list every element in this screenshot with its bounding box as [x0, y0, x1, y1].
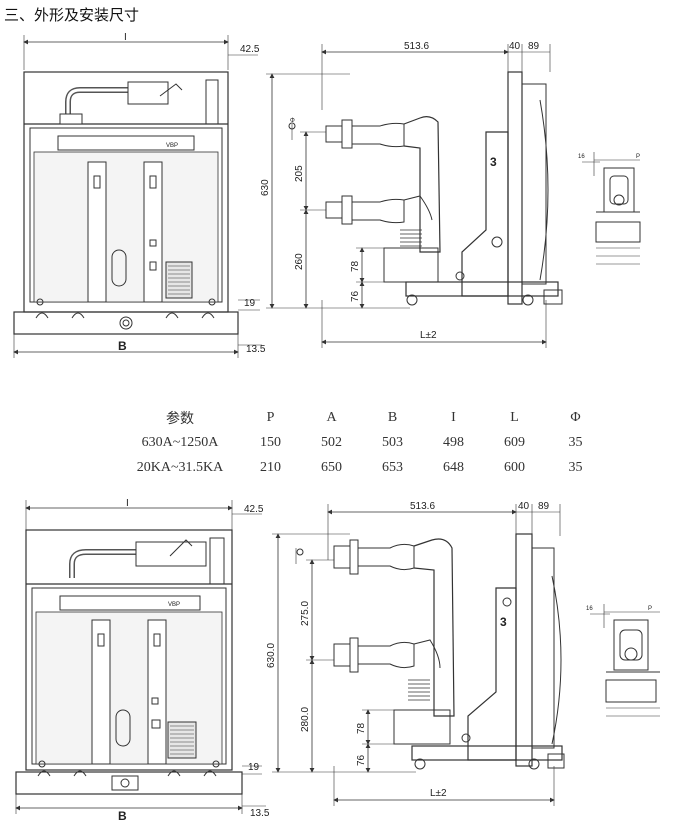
mark-3-2: 3 — [500, 615, 507, 629]
table-cell: 648 — [443, 459, 464, 475]
table-cell: 35 — [568, 459, 583, 475]
dim-13-5-2: 13.5 — [250, 808, 270, 819]
dim-78-2: 78 — [356, 722, 367, 734]
dim-40: 40 — [509, 41, 521, 52]
front-view-1 — [13, 35, 262, 358]
table-header-cell: P — [266, 409, 275, 425]
table-header-cell: 参数 — [166, 411, 194, 427]
dim-78: 78 — [350, 260, 361, 272]
table-cell: 503 — [382, 434, 403, 450]
table-cell: 600 — [504, 459, 525, 475]
table-header-cell: A — [326, 409, 337, 425]
table-header-row: 参数 P A B I L Φ — [120, 405, 606, 430]
parameter-table: 参数 P A B I L Φ 630A~1250A 150 502 503 49… — [120, 405, 606, 480]
dim-513-6: 513.6 — [404, 41, 429, 52]
dim-42-5: 42.5 — [240, 44, 260, 55]
table-cell: 653 — [382, 459, 403, 475]
table-cell: 630A~1250A — [141, 434, 219, 450]
section-heading: 三、外形及安装尺寸 — [4, 6, 140, 24]
table-header-cell: Φ — [570, 409, 581, 425]
dim-280: 280.0 — [300, 707, 311, 732]
dim-89: 89 — [528, 41, 540, 52]
dim-205: 205 — [294, 165, 305, 182]
dim-label-P: P — [636, 154, 640, 160]
table-header-cell: I — [451, 409, 456, 425]
dim-L-2: L±2 — [430, 788, 447, 799]
front-view-2 — [15, 500, 266, 814]
table-header-cell: B — [387, 409, 398, 425]
table-row: 20KA~31.5KA 210 650 653 648 600 35 — [120, 455, 606, 480]
side-view-1 — [266, 44, 563, 348]
dim-76-2: 76 — [356, 754, 367, 766]
table-cell: 502 — [321, 434, 342, 450]
dim-16: 16 — [578, 154, 585, 160]
detail-view-2 — [590, 604, 660, 717]
dim-19: 19 — [244, 298, 256, 309]
table-header-cell: L — [510, 409, 519, 425]
dim-label-I-2: I — [126, 498, 129, 509]
table-cell: 609 — [504, 434, 525, 450]
dim-label-B: B — [118, 339, 127, 353]
dim-630-2: 630.0 — [266, 643, 277, 668]
dim-89-2: 89 — [538, 501, 550, 512]
table-cell: 150 — [260, 434, 281, 450]
table-cell: 35 — [568, 434, 583, 450]
table-cell: 210 — [260, 459, 281, 475]
table-cell: 20KA~31.5KA — [136, 459, 224, 475]
dim-630: 630 — [260, 179, 271, 196]
dim-275: 275.0 — [300, 601, 311, 626]
dim-13-5: 13.5 — [246, 344, 266, 355]
badge-vbp: VBP — [166, 143, 178, 149]
table-row: 630A~1250A 150 502 503 498 609 35 — [120, 430, 606, 455]
dim-L: L±2 — [420, 330, 437, 341]
badge-vbp-2: VBP — [168, 602, 180, 608]
dim-19-2: 19 — [248, 762, 260, 773]
dim-76: 76 — [350, 290, 361, 302]
table-cell: 498 — [443, 434, 464, 450]
dim-40-2: 40 — [518, 501, 530, 512]
side-view-2 — [272, 504, 565, 806]
dim-42-5-2: 42.5 — [244, 504, 264, 515]
dim-260: 260 — [294, 253, 305, 270]
dim-label-P-2: P — [648, 606, 652, 612]
dim-label-phi: Φ — [290, 118, 295, 124]
dim-label-B-2: B — [118, 809, 127, 823]
dim-513-6-2: 513.6 — [410, 501, 435, 512]
table-cell: 650 — [321, 459, 342, 475]
detail-view-1 — [582, 152, 641, 265]
dim-16-2: 16 — [586, 606, 593, 612]
mark-3: 3 — [490, 155, 497, 169]
dim-label-I: I — [124, 32, 127, 43]
